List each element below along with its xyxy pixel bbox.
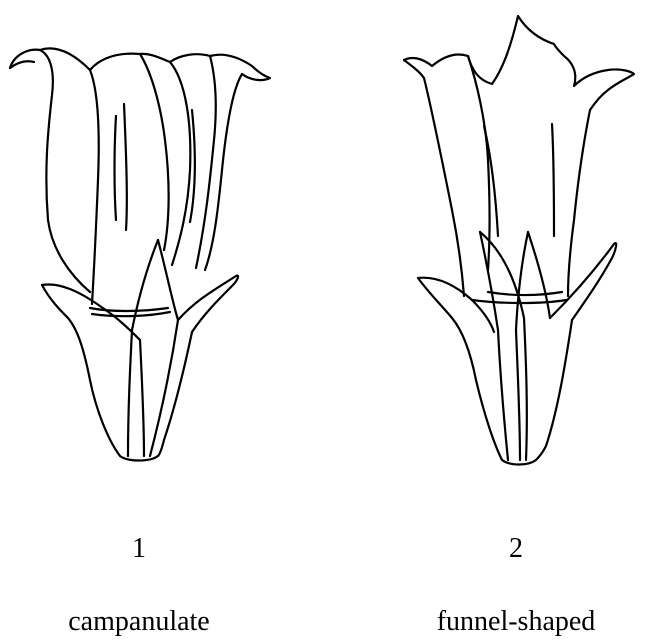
figure-campanulate: 1 campanulate: [0, 0, 332, 641]
figure-caption: campanulate: [0, 606, 289, 638]
figure-caption: funnel-shaped: [366, 606, 665, 638]
bell-flower-drawing: [0, 0, 332, 500]
figure-funnel-shaped: 2 funnel-shaped: [332, 0, 665, 641]
figure-number: 1: [109, 533, 169, 565]
figure-number: 2: [486, 533, 546, 565]
funnel-flower-drawing: [332, 0, 665, 500]
